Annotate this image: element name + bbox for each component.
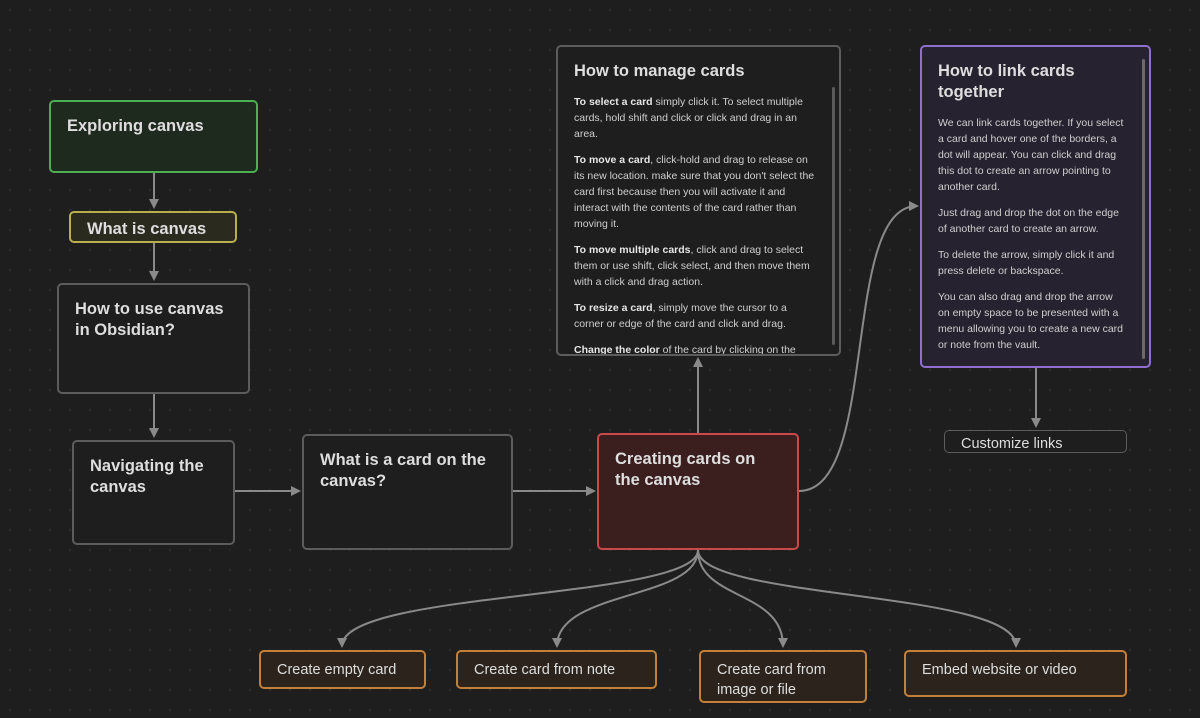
card-how-to-manage-cards[interactable]: How to manage cards To select a card sim… (556, 45, 841, 356)
card-create-from-note[interactable]: Create card from note (456, 650, 657, 689)
paragraph-select: To select a card simply click it. To sel… (574, 94, 815, 142)
edge-creating-to-from-image[interactable] (697, 549, 788, 648)
card-title: Embed website or video (922, 662, 1077, 678)
paragraph-text: You can also drag and drop the arrow on … (938, 291, 1124, 351)
edge-creating-to-empty[interactable] (337, 549, 699, 648)
edge-creating-to-from-note[interactable] (552, 549, 699, 648)
bold-text: To resize a card (574, 302, 653, 314)
bold-text: To move a card (574, 154, 651, 166)
paragraph-resize: To resize a card, simply move the cursor… (574, 300, 815, 332)
paragraph-move-multiple: To move multiple cards, click and drag t… (574, 242, 815, 290)
card-what-is-canvas[interactable]: What is canvas (69, 211, 237, 243)
scrollbar[interactable] (832, 87, 835, 345)
card-title: Customize links (961, 436, 1063, 452)
card-title: How to link cards together (938, 62, 1075, 101)
card-navigating-canvas[interactable]: Navigating the canvas (72, 440, 235, 545)
paragraph-text: Just drag and drop the dot on the edge o… (938, 207, 1119, 235)
bold-text: To move multiple cards (574, 244, 691, 256)
card-how-to-link-cards[interactable]: How to link cards together We can link c… (920, 45, 1151, 368)
paragraph-text: , click and drag to select them or use s… (574, 244, 810, 288)
card-title: Navigating the canvas (90, 457, 204, 496)
paragraph-text: We can link cards together. If you selec… (938, 117, 1124, 193)
paragraph-text: , simply move the cursor to a corner or … (574, 302, 787, 330)
card-title: Exploring canvas (67, 117, 204, 135)
card-title: Create empty card (277, 662, 397, 678)
card-title: Creating cards on the canvas (615, 450, 756, 489)
card-title: Create card from note (474, 662, 616, 678)
card-embed-website[interactable]: Embed website or video (904, 650, 1127, 697)
paragraph-move: To move a card, click-hold and drag to r… (574, 152, 815, 232)
card-creating-cards[interactable]: Creating cards on the canvas (597, 433, 799, 550)
bold-text: Change the color (574, 344, 660, 356)
paragraph-text: , click-hold and drag to release on its … (574, 154, 815, 230)
card-exploring-canvas[interactable]: Exploring canvas (49, 100, 258, 173)
paragraph-color: Change the color of the card by clicking… (574, 342, 815, 356)
scrollbar[interactable] (1142, 59, 1145, 359)
card-customize-links[interactable]: Customize links (944, 430, 1127, 453)
card-create-from-image[interactable]: Create card from image or file (699, 650, 867, 703)
card-title: What is canvas (87, 220, 207, 238)
edge-creating-to-embed[interactable] (697, 549, 1021, 648)
paragraph-text: of the card by clicking on the (659, 344, 796, 356)
card-title: What is a card on the canvas? (320, 451, 486, 490)
card-title: Create card from image or file (717, 662, 826, 698)
card-title: How to manage cards (574, 62, 745, 80)
paragraph-text: To delete the arrow, simply click it and… (938, 249, 1115, 277)
card-title: How to use canvas in Obsidian? (75, 300, 224, 339)
card-body: We can link cards together. If you selec… (938, 115, 1133, 353)
bold-text: To select a card (574, 96, 653, 108)
paragraph-text: simply click it. To select multiple card… (574, 96, 803, 140)
card-what-is-a-card[interactable]: What is a card on the canvas? (302, 434, 513, 550)
card-how-to-use-canvas[interactable]: How to use canvas in Obsidian? (57, 283, 250, 394)
card-create-empty[interactable]: Create empty card (259, 650, 426, 689)
card-body: To select a card simply click it. To sel… (574, 94, 823, 356)
